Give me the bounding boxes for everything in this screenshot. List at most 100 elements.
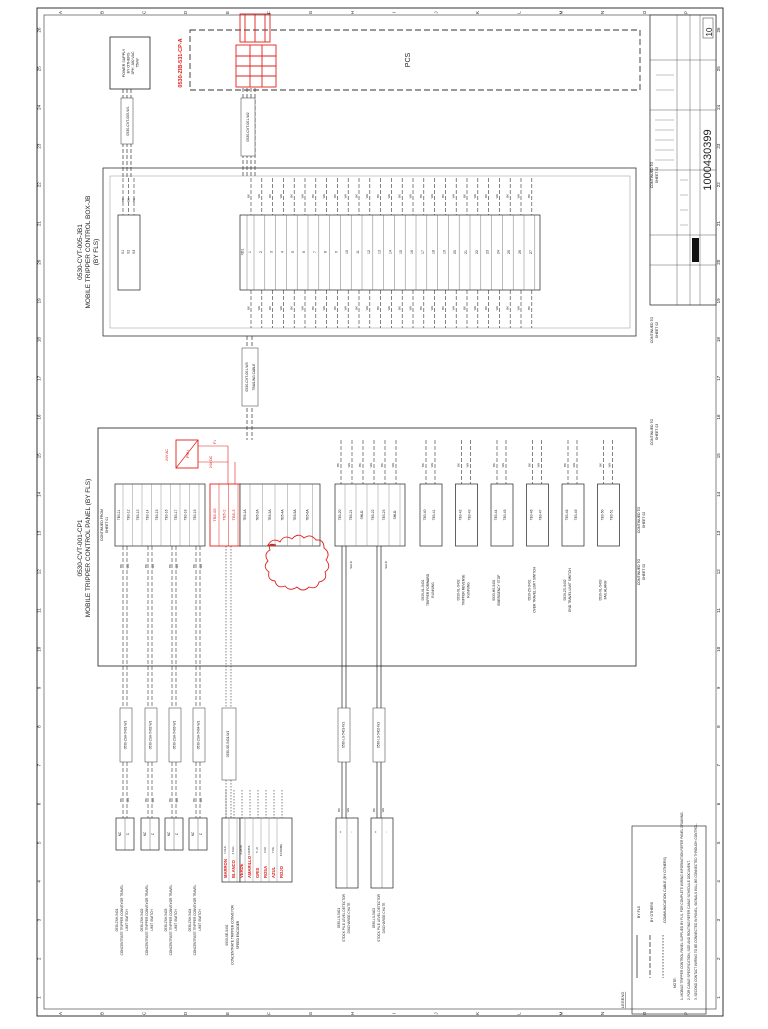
wire-color: BK (311, 194, 315, 198)
zone-number-right: 5 (716, 841, 721, 844)
switch-contact: C (126, 832, 130, 835)
zone-number-right: 9 (716, 686, 721, 689)
cbx-terminal: 14 (388, 250, 392, 254)
mtcp-status-terminal: TB3-41 (432, 509, 436, 520)
mtcp-terminal: TB3-11 (117, 510, 121, 521)
wire-color: BK (441, 194, 445, 198)
wire-color: WH (430, 463, 434, 468)
cbx-terminal: 22 (475, 250, 479, 254)
zone-letter-top: D (183, 10, 188, 14)
sheet-border (36, 7, 724, 1017)
wire-color: WH (408, 194, 412, 199)
switch-contact: C (175, 832, 179, 835)
wire-color: BK (462, 194, 466, 198)
continued-label-mtcp-top: CONTINUED TO SHEET 03 (650, 418, 659, 445)
wire-color: WH (344, 306, 348, 311)
pcs-label: PCS (405, 52, 412, 67)
mtcp-status-terminal: TB3-43 (468, 509, 472, 520)
zone-number-right: 18 (716, 337, 721, 343)
wire-color: BK (599, 463, 603, 467)
wire-color: WH (452, 194, 456, 199)
redline-tag: 0530-ZIB-531-CP-A (178, 38, 184, 87)
wire-color: BK (376, 194, 380, 198)
svg-text:CONTINUED TO: CONTINUED TO (650, 418, 654, 445)
cbx-terminal: 11 (356, 250, 360, 254)
zone-number-left: 26 (37, 27, 42, 33)
wire-color: WH (387, 194, 391, 199)
zone-letter-top: C (141, 10, 146, 14)
zone-number-right: 7 (716, 764, 721, 767)
wire-color: WH (322, 306, 326, 311)
zone-number-right: 16 (716, 414, 721, 420)
level-detector-label: STOCK PILE LEVEL DETECTOR (377, 893, 381, 941)
mtcp-red-terminal: TB5-3 (231, 509, 236, 521)
svg-text:24V AC: 24V AC (165, 449, 169, 461)
wire-color: WH (322, 194, 326, 199)
mtcp-terminal: TB3-14 (146, 509, 150, 520)
cable-tag-level: 0530-LS-5401-W1 (342, 722, 346, 748)
cbx-subtitle: MOBILE TRIPPER CONTROL BOX-JB (85, 195, 92, 308)
wire-color: WH (430, 306, 434, 311)
svg-text:SHEET 02: SHEET 02 (655, 167, 659, 184)
zone-letter-top: J (433, 11, 438, 13)
svg-text:CONTINUED TO: CONTINUED TO (637, 506, 641, 533)
limit-switch-label: LIMIT SWITCH (125, 909, 129, 931)
wire-color: BK (421, 463, 425, 467)
wire-color: BK (119, 798, 123, 802)
zone-number-right: 8 (716, 725, 721, 728)
zone-letter-top: N (600, 11, 605, 14)
wire-color: BK (527, 306, 531, 310)
wire-color: WH (344, 194, 348, 199)
encoder-pin: 8 FRAME (279, 844, 283, 856)
mtcp-status-terminal: TB3-44 (494, 509, 498, 520)
limit-switch-label: LIMIT SWITCH (174, 909, 178, 931)
zone-letter-top: M (558, 10, 563, 14)
mtcp-terminal: TB3-12 (127, 509, 131, 520)
encoder-pin: 7 PE (271, 847, 275, 853)
control-box-jb1: 0530-CVT-005-JB1 MOBILE TRIPPER CONTROL … (77, 167, 637, 337)
zone-number-right: 14 (716, 491, 721, 497)
svg-text:COMMUNICATION CABLE (BY OTHERS: COMMUNICATION CABLE (BY OTHERS) (663, 857, 667, 923)
level-detector-label: STOCK PILE LEVEL DETECTOR (342, 893, 346, 941)
mtcp-status-terminal: TB3-48 (565, 509, 569, 520)
level-detector-label: 0530-LS-5402 (372, 908, 376, 928)
cable-tag-limit-switch: 0530-ZSH-5401-W1 (124, 721, 128, 750)
detector-terminal: + (339, 831, 343, 833)
limit-switch-label: LIMIT SWITCH (198, 909, 202, 931)
encoder-pin: 6 0V (263, 847, 267, 853)
zone-number-right: 13 (716, 530, 721, 536)
wire-color: BK (268, 306, 272, 310)
mtcp-terminal: TB5-2A (256, 509, 260, 521)
mtcp-terminal: TB5-6A (306, 509, 310, 521)
pcs-box: PCS (189, 29, 641, 91)
zone-number-right: 12 (716, 569, 721, 575)
cbx-terminal: 6 (302, 251, 306, 253)
pcs-feed-cable: 0530-CVT-001-W2 (240, 88, 256, 178)
zone-letter-bottom: J (433, 1012, 438, 1014)
wire-color: BK (528, 463, 532, 467)
wire-color: WH (279, 194, 283, 199)
zone-number-left: 24 (37, 104, 42, 110)
zone-number-right: 17 (716, 375, 721, 381)
zone-number-left: 25 (37, 66, 42, 72)
zone-number-right: 15 (716, 453, 721, 459)
wire-color: BK (372, 808, 376, 812)
mtcp-terminal: TB3-16 (165, 509, 169, 520)
encoder-label: CONCENTRATE TRIPPER CONVEYOR (231, 904, 235, 964)
note-line: 2. FOR CABLE SPECIFICATION, SIZE AND ROU… (687, 860, 691, 1000)
encoder-wire-color: BLANCO (231, 859, 236, 878)
wire-color: WH (175, 564, 179, 569)
zone-letter-bottom: L (517, 1012, 522, 1015)
cbx-terminal: 3 (270, 251, 274, 253)
zone-number-right: 21 (716, 221, 721, 227)
wire-color: BK (398, 306, 402, 310)
wire-color: WH (126, 798, 130, 803)
note-line: 1. MOBILE TRIPPER CONTROL PANEL SUPPLIED… (680, 812, 684, 1000)
svg-text:POWER SUPPLYBY OTHERS3PH, 380: POWER SUPPLYBY OTHERS3PH, 380 VAC75kW (122, 48, 140, 77)
mtcp-mid-terminals: TB3-20BKTB3-21WHSHLDBKTB3-22WHTB3-23BKSH… (336, 440, 401, 546)
